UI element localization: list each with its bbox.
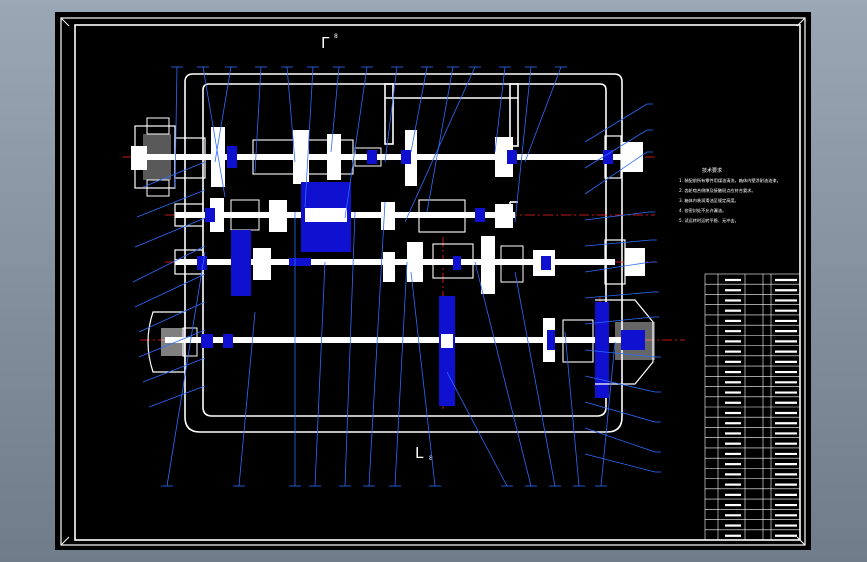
section-mark-bottom: L [415, 444, 424, 462]
gearbox-assembly-drawing: Γ 8 L 8 [60, 17, 806, 546]
output-shaft [147, 296, 655, 406]
parts-list-table [704, 273, 801, 541]
notes-heading: 技术要求 [702, 167, 722, 174]
svg-text:8: 8 [429, 455, 433, 462]
inner-border [74, 24, 801, 541]
note-line-5: 5. 试运转时运转平稳、无冲击。 [679, 217, 739, 224]
outer-border [60, 17, 806, 546]
gearbox-housing [184, 73, 623, 433]
svg-text:8: 8 [334, 33, 338, 40]
note-line-3: 3. 箱体内装润滑油至规定高度。 [679, 197, 739, 204]
cad-viewport[interactable]: Γ 8 L 8 [55, 12, 811, 550]
intermediate-shaft-2 [174, 230, 645, 296]
section-mark-top: Γ [321, 34, 330, 52]
leader-lines [132, 66, 661, 487]
note-line-2: 2. 齿轮啮合侧隙及接触斑点应符合要求。 [679, 187, 756, 194]
input-shaft [131, 117, 643, 197]
technical-notes: 技术要求 1. 装配前所有零件用煤油清洗，箱体内壁涂耐油油漆。 2. 齿轮啮合侧… [679, 167, 781, 224]
note-line-1: 1. 装配前所有零件用煤油清洗，箱体内壁涂耐油油漆。 [679, 177, 781, 184]
intermediate-shaft-1 [174, 182, 515, 252]
note-line-4: 4. 各密封处不允许漏油。 [679, 207, 726, 214]
